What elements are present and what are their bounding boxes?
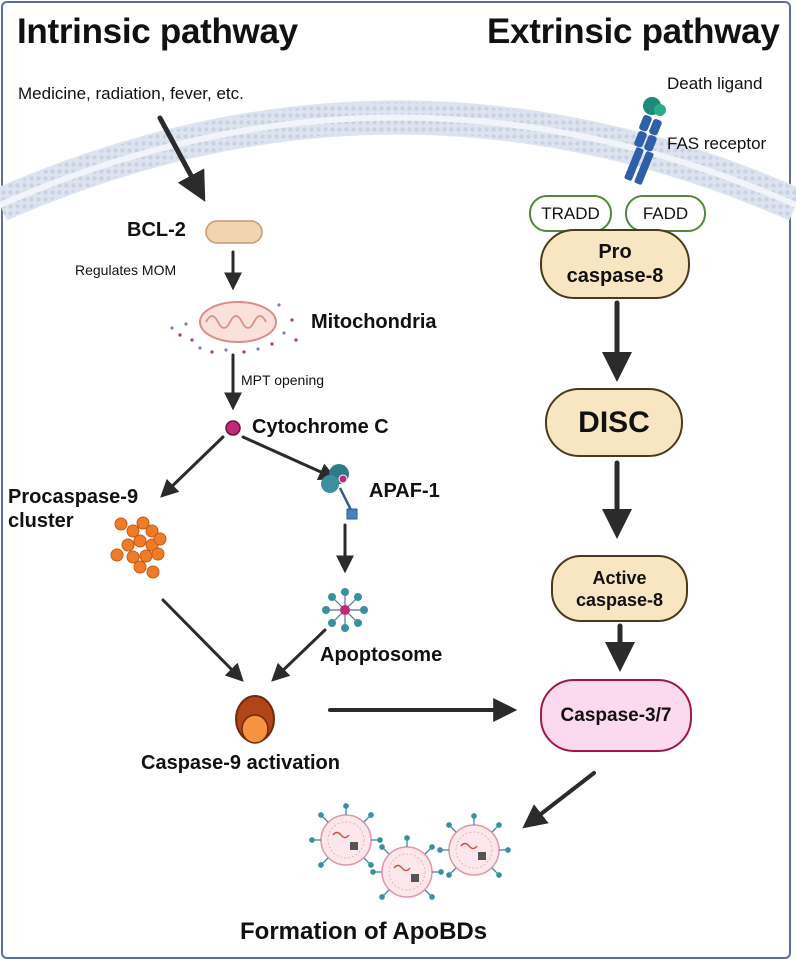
mitochondria-icon <box>170 301 298 354</box>
caspase-3-7-node: Caspase-3/7 <box>540 679 692 752</box>
extrinsic-title: Extrinsic pathway <box>487 12 780 51</box>
pro-caspase-8-label-line1: Pro <box>598 241 632 263</box>
fadd-pill: FADD <box>625 195 706 232</box>
arrow-cyto-to-procaspase <box>160 435 225 498</box>
caspase-3-7-label: Caspase-3/7 <box>560 704 672 726</box>
death-ligand-label: Death ligand <box>667 74 763 93</box>
fas-receptor-label: FAS receptor <box>667 134 767 153</box>
active-caspase-8-node: Active caspase-8 <box>551 555 688 622</box>
apobd-3 <box>437 813 511 878</box>
bcl2-capsule-icon <box>205 220 263 244</box>
active-caspase-8-label-line2: caspase-8 <box>575 589 664 610</box>
apobds-label: Formation of ApoBDs <box>240 918 488 945</box>
arrow-procaspase-to-casp9 <box>161 598 244 682</box>
apobd-2 <box>370 835 444 900</box>
fas-receptor-icon <box>624 97 666 185</box>
apobd-1 <box>309 803 383 868</box>
apaf1-label: APAF-1 <box>369 480 440 502</box>
apaf1-icon <box>321 464 358 520</box>
cell-membrane <box>0 100 796 221</box>
mpt-opening-label: MPT opening <box>241 372 325 388</box>
disc-label: DISC <box>578 405 650 439</box>
intrinsic-title: Intrinsic pathway <box>17 12 298 51</box>
tradd-label: TRADD <box>541 203 600 223</box>
procaspase-9-cluster-icon <box>110 516 167 579</box>
mitochondria-label: Mitochondria <box>311 311 437 333</box>
arrow-stimulus-to-bcl2 <box>157 115 206 202</box>
procaspase-9-label-line2: cluster <box>8 510 74 532</box>
regulates-mom-label: Regulates MOM <box>75 262 177 278</box>
pro-caspase-8-label-line2: caspase-8 <box>566 265 664 287</box>
active-caspase-8-label-line1: Active <box>592 567 647 588</box>
procaspase-9-label-line1: Procaspase-9 <box>8 486 139 508</box>
pro-caspase-8-node: Pro caspase-8 <box>540 229 690 299</box>
cytochrome-c-icon <box>225 420 241 436</box>
caspase-9-icon <box>235 695 275 744</box>
disc-node: DISC <box>545 388 683 457</box>
caspase-9-activation-label: Caspase-9 activation <box>141 752 340 774</box>
tradd-pill: TRADD <box>529 195 612 232</box>
bcl2-label: BCL-2 <box>127 219 186 241</box>
arrows <box>157 115 635 829</box>
cytochrome-c-label: Cytochrome C <box>252 416 389 438</box>
arrow-apoptosome-to-casp9 <box>271 628 327 682</box>
arrow-cyto-to-apaf <box>241 435 337 481</box>
apoptosome-icon <box>322 588 368 632</box>
apobds-icon <box>309 803 511 900</box>
arrow-casp37-to-apobds <box>522 771 596 829</box>
stimulus-label: Medicine, radiation, fever, etc. <box>18 84 244 103</box>
fadd-label: FADD <box>642 203 689 223</box>
apoptosome-label: Apoptosome <box>320 644 443 666</box>
